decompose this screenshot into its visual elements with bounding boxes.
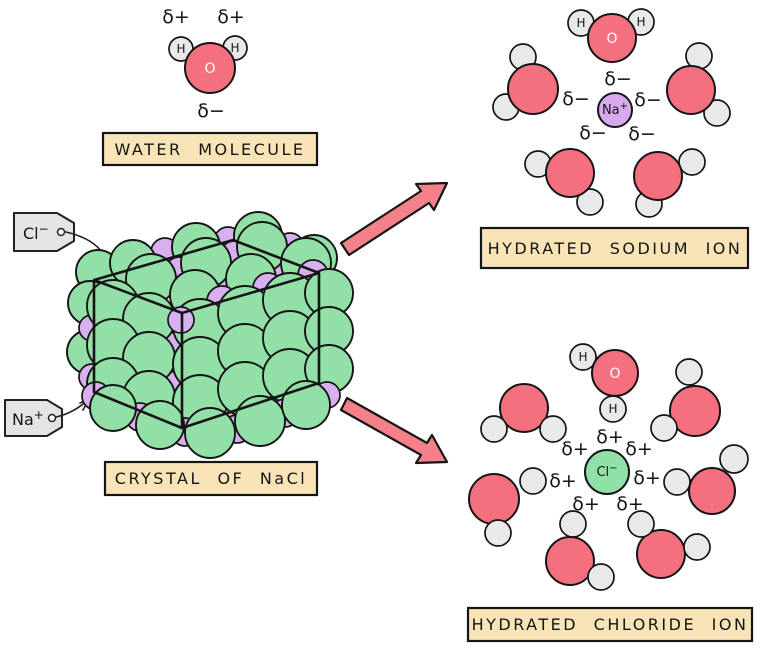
- chloride-ion: [584, 449, 630, 495]
- hydrated-chloride-ion: H O H: [468, 343, 749, 591]
- hydrogen-label: H: [176, 42, 185, 56]
- delta-minus-label: δ−: [197, 100, 225, 122]
- water-ligand: [492, 43, 559, 121]
- hydrated-sodium-ion: H H O Na+ δ− δ− δ− δ− δ−: [492, 8, 731, 218]
- water-ligand: H O H: [569, 343, 639, 423]
- water-ligand: [663, 444, 749, 515]
- sodium-ion-label: Na+: [602, 101, 628, 118]
- tag-hole: [56, 227, 66, 237]
- delta-minus-label: δ−: [604, 68, 632, 90]
- water-ligand: [627, 510, 711, 579]
- water-ligand: [666, 42, 731, 127]
- sodium-ion: [597, 92, 633, 128]
- water-molecule: H H O δ+ δ+ δ−: [162, 6, 248, 122]
- oxygen-label: O: [204, 61, 215, 77]
- delta-plus-label: δ+: [616, 493, 644, 515]
- delta-minus-label: δ−: [579, 122, 607, 144]
- delta-plus-label: δ+: [549, 470, 577, 492]
- svg-text:O: O: [606, 31, 617, 47]
- svg-text:O: O: [609, 366, 620, 382]
- delta-plus-label: δ+: [633, 467, 661, 489]
- svg-text:H: H: [576, 16, 585, 30]
- water-ligand: [633, 148, 706, 218]
- chloride-tag-label: Cl−: [23, 222, 49, 243]
- water-molecule-caption: WATER MOLECULE: [101, 131, 319, 167]
- chloride-ion-label: Cl−: [596, 463, 617, 480]
- water-ligand: [468, 467, 547, 547]
- delta-plus-label: δ+: [217, 6, 245, 28]
- delta-plus-label: δ+: [596, 426, 624, 448]
- water-ligand: [650, 358, 721, 442]
- water-ligand: H H O: [567, 8, 655, 63]
- tag-hole: [47, 413, 57, 423]
- delta-plus-label: δ+: [162, 6, 190, 28]
- caption-text: HYDRATED CHLORIDE ION: [472, 615, 749, 634]
- hydrated-sodium-caption: HYDRATED SODIUM ION: [479, 226, 750, 270]
- delta-minus-label: δ−: [562, 88, 590, 110]
- delta-plus-label: δ+: [625, 438, 653, 460]
- sodium-tag-label: Na+: [12, 408, 44, 429]
- crystal-cube-wireframe: [92, 238, 321, 430]
- crystal-caption: CRYSTAL OF NaCl: [103, 460, 319, 497]
- water-ligand: [524, 148, 604, 216]
- delta-plus-label: δ+: [572, 493, 600, 515]
- svg-text:H: H: [578, 350, 587, 364]
- water-ligand: [480, 383, 567, 443]
- arrow-to-hydrated-chloride: [339, 396, 449, 465]
- oxygen-atom: [184, 42, 236, 94]
- delta-minus-label: δ−: [628, 123, 656, 145]
- caption-text: WATER MOLECULE: [114, 140, 305, 159]
- svg-text:H: H: [608, 402, 617, 416]
- sodium-tag: Na+: [4, 398, 90, 437]
- hydrogen-label: H: [230, 41, 239, 55]
- caption-text: CRYSTAL OF NaCl: [115, 469, 307, 488]
- caption-text: HYDRATED SODIUM ION: [488, 239, 743, 258]
- delta-plus-label: δ+: [561, 438, 589, 460]
- hydrated-chloride-caption: HYDRATED CHLORIDE ION: [466, 606, 754, 643]
- arrow-to-hydrated-sodium: [339, 181, 449, 257]
- nacl-crystal: [66, 211, 354, 459]
- svg-text:H: H: [636, 15, 645, 29]
- delta-minus-label: δ−: [634, 89, 662, 111]
- water-ligand: [545, 510, 615, 591]
